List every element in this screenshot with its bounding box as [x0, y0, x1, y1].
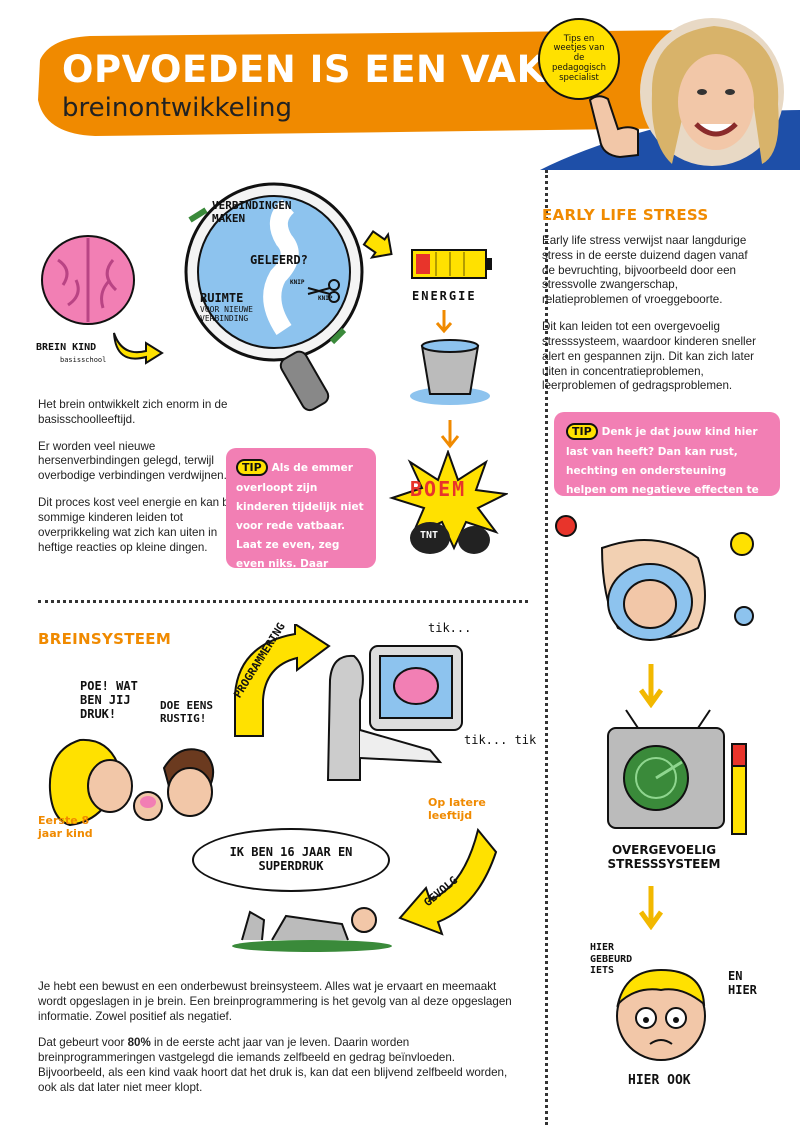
page-subtitle: breinontwikkeling: [62, 93, 293, 123]
mag-text-knip1: KNIP: [290, 279, 305, 286]
arrow-icon: [113, 332, 164, 365]
scissors-icon: [307, 279, 340, 303]
tip-badge: TIP: [566, 423, 598, 440]
eerste-label: Eerste 8 jaar kind: [38, 814, 93, 841]
breinsysteem-paragraph: Dat gebeurt voor 80% in de eerste acht j…: [38, 1036, 523, 1095]
brain-paragraph: Dit proces kost veel energie en kan bij …: [38, 496, 234, 554]
hier-ook-label: HIER OOK: [628, 1073, 691, 1088]
brain-paragraphs: Het brein ontwikkelt zich enorm in de ba…: [38, 398, 243, 555]
breinsysteem-paragraph-b: in de eerste acht jaar van je leven. Daa…: [38, 1036, 508, 1094]
column-divider: [545, 170, 548, 1125]
down-arrow-icon: [435, 310, 453, 334]
down-arrow-icon: [638, 664, 664, 708]
mag-text-nieuwe: VOOR NIEUWE VERBINDING: [200, 305, 253, 324]
tip-text: Denk je dat jouw kind hier last van heef…: [566, 426, 759, 515]
breinsysteem-paragraph: Je hebt een bewust en een onderbewust br…: [38, 980, 512, 1023]
breinsysteem-paragraph-a: Dat gebeurt voor: [38, 1036, 128, 1050]
breinsysteem-paragraphs: Je hebt een bewust en een onderbewust br…: [38, 980, 523, 1096]
parents-icon: [48, 738, 215, 827]
boem-label: BOEM: [410, 477, 467, 501]
specialist-avatar: [632, 14, 792, 174]
ik-ben-text: IK BEN 16 JAAR EN SUPERDRUK: [229, 845, 353, 873]
tip-text: Als de emmer overloopt zijn kinderen tij…: [236, 462, 364, 589]
mag-text-ruimte: RUIMTE: [200, 291, 244, 305]
brain-icon: [41, 235, 135, 325]
en-hier-label: EN HIER: [728, 969, 757, 997]
tik-text: tik...: [428, 621, 472, 635]
section-divider: [38, 600, 528, 603]
stress-title: EARLY LIFE STRESS: [542, 206, 709, 224]
arrow-icon: [362, 230, 393, 259]
mag-text-geleerd: GELEERD?: [250, 253, 308, 267]
brain-sublabel: basisschool: [60, 356, 107, 364]
poe-speech: POE! WAT BEN JIJ DRUK!: [80, 679, 138, 721]
pointing-hand-icon: [588, 95, 639, 159]
brain-paragraph: Er worden veel nieuwe hersenverbindingen…: [38, 439, 227, 483]
energie-label: ENERGIE: [412, 289, 477, 303]
specialist-bubble-text: Tips en weetjes van de pedagogisch speci…: [551, 33, 607, 83]
breinsysteem-percentage: 80%: [127, 1036, 151, 1050]
gevolg-arrow: [398, 827, 498, 936]
pregnancy-icon: [555, 515, 754, 641]
specialist-bubble: Tips en weetjes van de pedagogisch speci…: [538, 18, 620, 100]
ik-ben-speech-bubble: IK BEN 16 JAAR EN SUPERDRUK: [192, 828, 390, 892]
radar-monitor-icon: [607, 709, 747, 835]
stress-paragraphs: Early life stress verwijst naar langduri…: [542, 234, 762, 394]
hier-gebeurd-label: HIER GEBEURD IETS: [590, 942, 633, 976]
later-label: Op latere leeftijd: [428, 796, 486, 823]
down-arrow-icon: [440, 420, 460, 449]
mag-text-knip2: KNIP: [318, 295, 333, 302]
tip-badge: TIP: [236, 459, 268, 476]
battery-icon: [411, 249, 492, 279]
page-title: OPVOEDEN IS EEN VAK: [62, 48, 546, 91]
tik-text: tik... tik: [464, 733, 537, 747]
down-arrow-icon: [638, 886, 664, 930]
brain-label: BREIN KIND: [36, 342, 97, 353]
stress-paragraph: Dit kan leiden tot een overgevoelig stre…: [542, 320, 756, 393]
tnt-label: TNT: [420, 530, 439, 541]
doe-speech: DOE EENS RUSTIG!: [160, 699, 213, 725]
breinsysteem-title: BREINSYSTEEM: [38, 630, 172, 648]
explosion-icon: [388, 450, 508, 554]
overgevoelig-label: OVERGEVOELIG STRESSSYSTEEM: [607, 843, 721, 871]
child-face-icon: [616, 968, 706, 1061]
lying-person-icon: [232, 907, 392, 952]
computer-operator-icon: [326, 645, 463, 781]
programmering-arrow: [234, 624, 331, 737]
header-banner: OPVOEDEN IS EEN VAK breinontwikkeling Ti…: [0, 0, 800, 170]
stress-paragraph: Early life stress verwijst naar langduri…: [542, 234, 748, 307]
mag-text-verbindingen: VERBINDINGEN MAKEN: [212, 199, 292, 225]
bucket-icon: [410, 339, 490, 405]
brain-paragraph: Het brein ontwikkelt zich enorm in de ba…: [38, 398, 228, 426]
magnifier-icon: [184, 182, 364, 412]
